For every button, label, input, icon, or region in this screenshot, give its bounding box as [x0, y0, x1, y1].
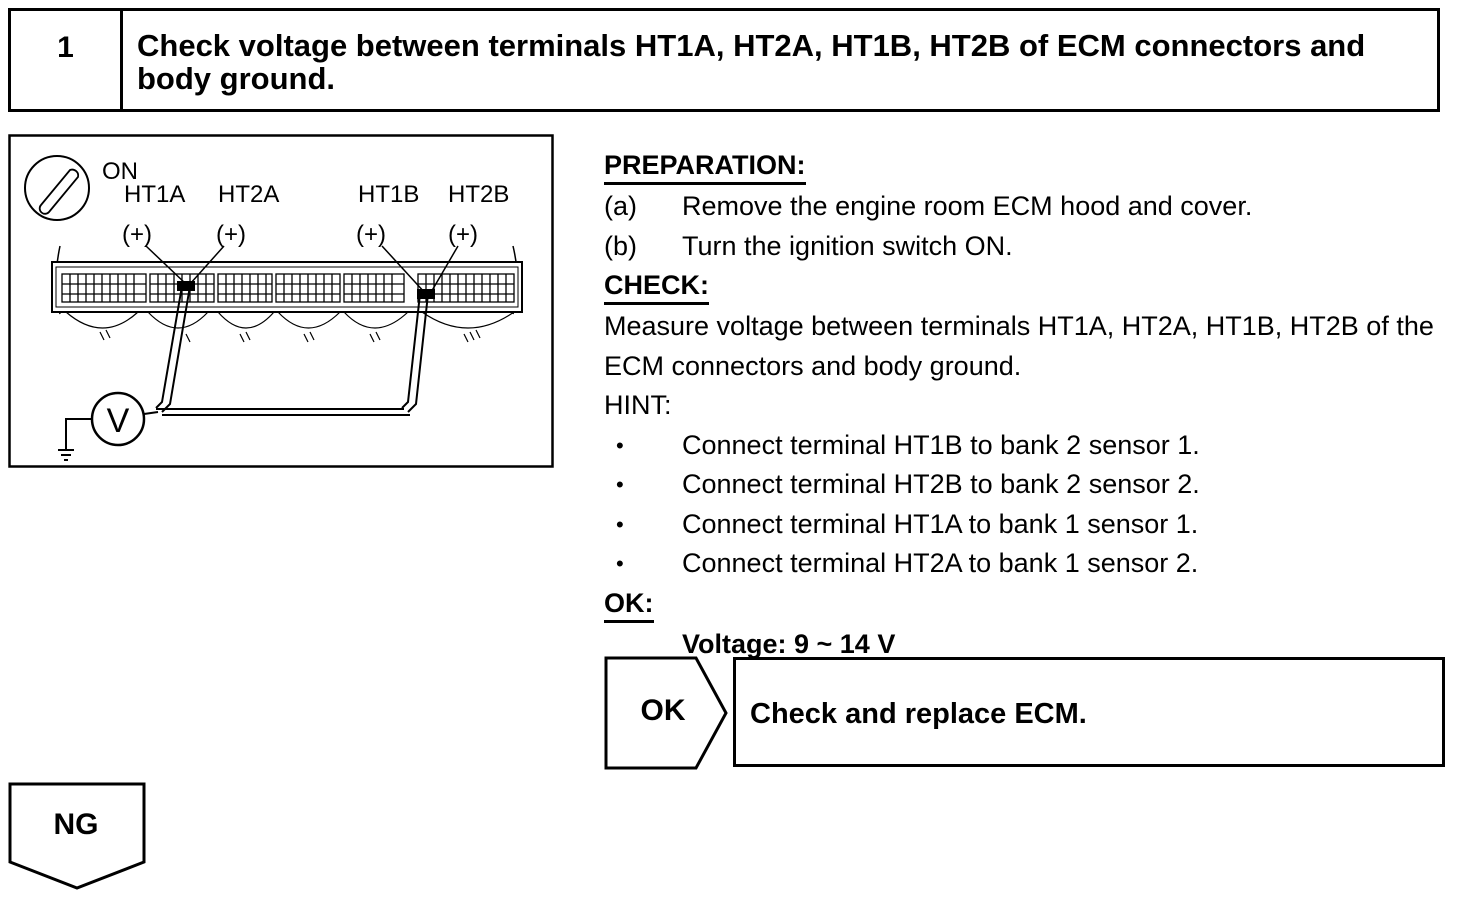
ok-arrow-icon	[604, 656, 728, 770]
hint-label: HINT:	[604, 390, 672, 420]
switch-label: ON	[102, 158, 138, 185]
terminal-polarity-ht1a: (+)	[122, 221, 152, 248]
ng-arrow-icon	[8, 782, 146, 890]
terminal-label-ht1b: HT1B	[358, 181, 419, 208]
terminal-label-ht2a: HT2A	[218, 181, 279, 208]
ignition-key-icon	[24, 155, 90, 221]
ok-value: Voltage: 9 ~ 14 V	[682, 628, 896, 659]
bullet-icon: •	[616, 432, 624, 458]
preparation-step: (b) Turn the ignition switch ON.	[604, 227, 1464, 267]
hint-item: • Connect terminal HT1B to bank 2 sensor…	[604, 426, 1464, 466]
step-header: 1 Check voltage between terminals HT1A, …	[8, 8, 1440, 112]
ng-result-label: NG	[53, 808, 99, 841]
bullet-icon: •	[616, 472, 624, 497]
connector-diagram: ON HT1A HT2A HT1B HT2B (+) (+) (+) (+)	[8, 134, 554, 468]
step-title: Check voltage between terminals HT1A, HT…	[137, 28, 1366, 96]
ok-result-label: OK	[640, 694, 686, 727]
terminal-label-ht2b: HT2B	[448, 181, 509, 208]
step-number: 1	[11, 11, 123, 109]
terminal-label-ht1a: HT1A	[124, 181, 185, 208]
ok-heading: OK:	[604, 586, 654, 623]
hint-item: • Connect terminal HT2B to bank 2 sensor…	[604, 465, 1464, 505]
bullet-icon: •	[616, 551, 624, 576]
step-tag: (b)	[604, 230, 637, 261]
hint-text: Connect terminal HT2B to bank 2 sensor 2…	[682, 469, 1200, 499]
bullet-icon: •	[616, 511, 624, 537]
step-tag: (a)	[604, 191, 637, 221]
ground-icon	[58, 418, 92, 461]
hint-text: Connect terminal HT1B to bank 2 sensor 1…	[682, 429, 1200, 460]
hint-text: Connect terminal HT2A to bank 1 sensor 2…	[682, 548, 1199, 578]
voltmeter-symbol: V	[107, 402, 130, 440]
preparation-step: (a) Remove the engine room ECM hood and …	[604, 187, 1464, 227]
procedure-text: PREPARATION: (a) Remove the engine room …	[604, 146, 1464, 664]
ok-result-action: Check and replace ECM.	[750, 698, 1087, 730]
check-heading: CHECK:	[604, 268, 709, 305]
check-text: Measure voltage between terminals HT1A, …	[604, 311, 1434, 381]
ok-result-box: Check and replace ECM.	[733, 657, 1445, 767]
terminal-polarity-ht2a: (+)	[216, 221, 246, 248]
terminal-polarity-ht2b: (+)	[448, 221, 478, 248]
step-text: Turn the ignition switch ON.	[682, 230, 1013, 261]
terminal-polarity-ht1b: (+)	[356, 221, 386, 248]
preparation-heading: PREPARATION:	[604, 148, 806, 185]
hint-item: • Connect terminal HT2A to bank 1 sensor…	[604, 544, 1464, 584]
hint-item: • Connect terminal HT1A to bank 1 sensor…	[604, 505, 1464, 545]
step-text: Remove the engine room ECM hood and cove…	[682, 191, 1253, 221]
hint-text: Connect terminal HT1A to bank 1 sensor 1…	[682, 508, 1199, 539]
